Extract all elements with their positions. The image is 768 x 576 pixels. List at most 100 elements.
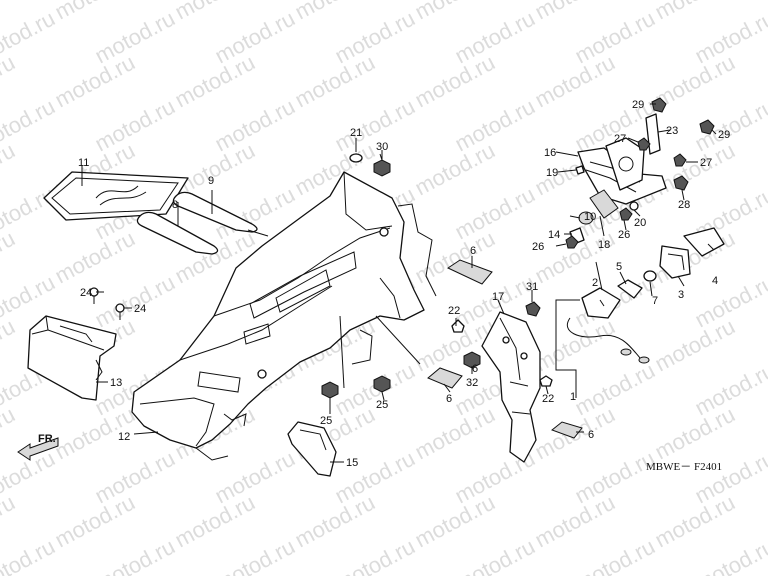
watermark-text: motod.ru <box>0 138 19 201</box>
part-6-pad-a <box>446 259 493 285</box>
part-number-label: 11 <box>78 157 89 169</box>
part-number-label: 25 <box>320 415 332 427</box>
watermark-text: motod.ru <box>531 50 619 113</box>
watermark-text: motod.ru <box>651 314 739 377</box>
watermark-text: motod.ru <box>51 490 139 553</box>
part-number-label: 6 <box>470 245 476 257</box>
part-number-label: 32 <box>466 377 478 389</box>
watermark-text: motod.ru <box>651 0 739 24</box>
nut-32 <box>463 351 481 369</box>
nut-26-a <box>565 235 579 249</box>
part-9-loop <box>172 191 269 237</box>
clip-19 <box>575 165 585 175</box>
front-direction-arrow <box>17 437 59 461</box>
part-1-license-light <box>567 287 650 364</box>
watermark-text: motod.ru <box>0 534 59 576</box>
part-17-license-bracket <box>481 311 541 463</box>
part-number-label: 15 <box>346 457 358 469</box>
part-number-label: 3 <box>678 289 684 301</box>
watermark-text: motod.ru <box>411 138 499 201</box>
part-number-label: 27 <box>614 133 626 145</box>
part-number-label: 26 <box>532 241 544 253</box>
front-direction-label: FR. <box>38 433 56 445</box>
watermark-text: motod.ru <box>51 0 139 24</box>
watermark-text: motod.ru <box>411 490 499 553</box>
watermark-text: motod.ru <box>571 358 659 421</box>
part-number-label: 10 <box>584 211 596 223</box>
watermark-text: motod.ru <box>91 270 179 333</box>
part-number-label: 9 <box>208 175 214 187</box>
watermark-text: motod.ru <box>411 0 499 24</box>
clip-23 <box>645 113 661 155</box>
bolt-25-a <box>321 381 339 399</box>
watermark-text: motod.ru <box>411 50 499 113</box>
watermark-text: motod.ru <box>651 490 739 553</box>
watermark-text: motod.ru <box>211 6 299 69</box>
nut-22-a <box>451 319 465 333</box>
watermark-text: motod.ru <box>531 490 619 553</box>
watermark-text: motod.ru <box>0 402 19 465</box>
part-number-label: 6 <box>446 393 452 405</box>
watermark-text: motod.ru <box>451 94 539 157</box>
watermark-text: motod.ru <box>451 534 539 576</box>
nut-27-b <box>673 153 687 167</box>
bolt-31 <box>525 301 541 317</box>
nut-27-a <box>637 137 651 151</box>
watermark-text: motod.ru <box>211 534 299 576</box>
washer-20 <box>629 201 639 211</box>
part-number-label: 27 <box>700 157 712 169</box>
watermark-text: motod.ru <box>331 94 419 157</box>
part-11-pad <box>43 171 189 221</box>
watermark-text: motod.ru <box>291 0 379 24</box>
part-number-label: 31 <box>526 281 538 293</box>
part-number-label: 30 <box>376 141 388 153</box>
part-number-label: 23 <box>666 125 678 137</box>
part-number-label: 13 <box>110 377 122 389</box>
watermark-text: motod.ru <box>331 358 419 421</box>
part-number-label: 24 <box>134 303 146 315</box>
part-number-label: 6 <box>472 363 478 375</box>
watermark-text: motod.ru <box>171 138 259 201</box>
watermark-text: motod.ru <box>91 446 179 509</box>
watermark-text: motod.ru <box>91 6 179 69</box>
part-number-label: 5 <box>616 261 622 273</box>
part-number-label: 7 <box>652 295 658 307</box>
watermark-text: motod.ru <box>0 0 19 24</box>
watermark-text: motod.ru <box>291 50 379 113</box>
part-7-bulb <box>643 270 657 282</box>
watermark-text: motod.ru <box>651 402 739 465</box>
watermark-text: motod.ru <box>571 6 659 69</box>
part-number-label: 6 <box>588 429 594 441</box>
watermark-text: motod.ru <box>451 6 539 69</box>
watermark-text: motod.ru <box>691 534 768 576</box>
watermark-text: motod.ru <box>91 94 179 157</box>
part-number-label: 28 <box>678 199 690 211</box>
bolt-29-a <box>651 97 667 113</box>
part-number-label: 8 <box>172 199 178 211</box>
part-12-rear-fender <box>131 171 437 461</box>
leader-lines <box>81 103 717 463</box>
part-number-labels: 1234566667891011121314151617181920212222… <box>78 99 730 469</box>
part-number-label: 20 <box>634 217 646 229</box>
watermark-text: motod.ru <box>571 446 659 509</box>
part-number-label: 2 <box>592 277 598 289</box>
bolt-28 <box>673 175 689 191</box>
diagram-code: MBWE－ F2401 <box>646 461 722 473</box>
watermark-text: motod.ru <box>91 534 179 576</box>
part-number-label: 4 <box>712 275 718 287</box>
part-13-box <box>27 315 117 401</box>
watermark-text: motod.ru <box>171 490 259 553</box>
watermark-text: motod.ru <box>51 226 139 289</box>
watermark-text: motod.ru <box>651 138 739 201</box>
part-number-label: 18 <box>598 239 610 251</box>
bolt-24-a <box>89 287 99 304</box>
part-number-label: 24 <box>80 287 92 299</box>
watermark-text: motod.ru <box>211 94 299 157</box>
part-number-label: 17 <box>492 291 504 303</box>
watermark-text: motod.ru <box>571 534 659 576</box>
watermark-text: motod.ru <box>331 446 419 509</box>
part-number-label: 22 <box>542 393 554 405</box>
part-15-plate <box>287 421 337 477</box>
bolt-24-b <box>115 303 125 320</box>
